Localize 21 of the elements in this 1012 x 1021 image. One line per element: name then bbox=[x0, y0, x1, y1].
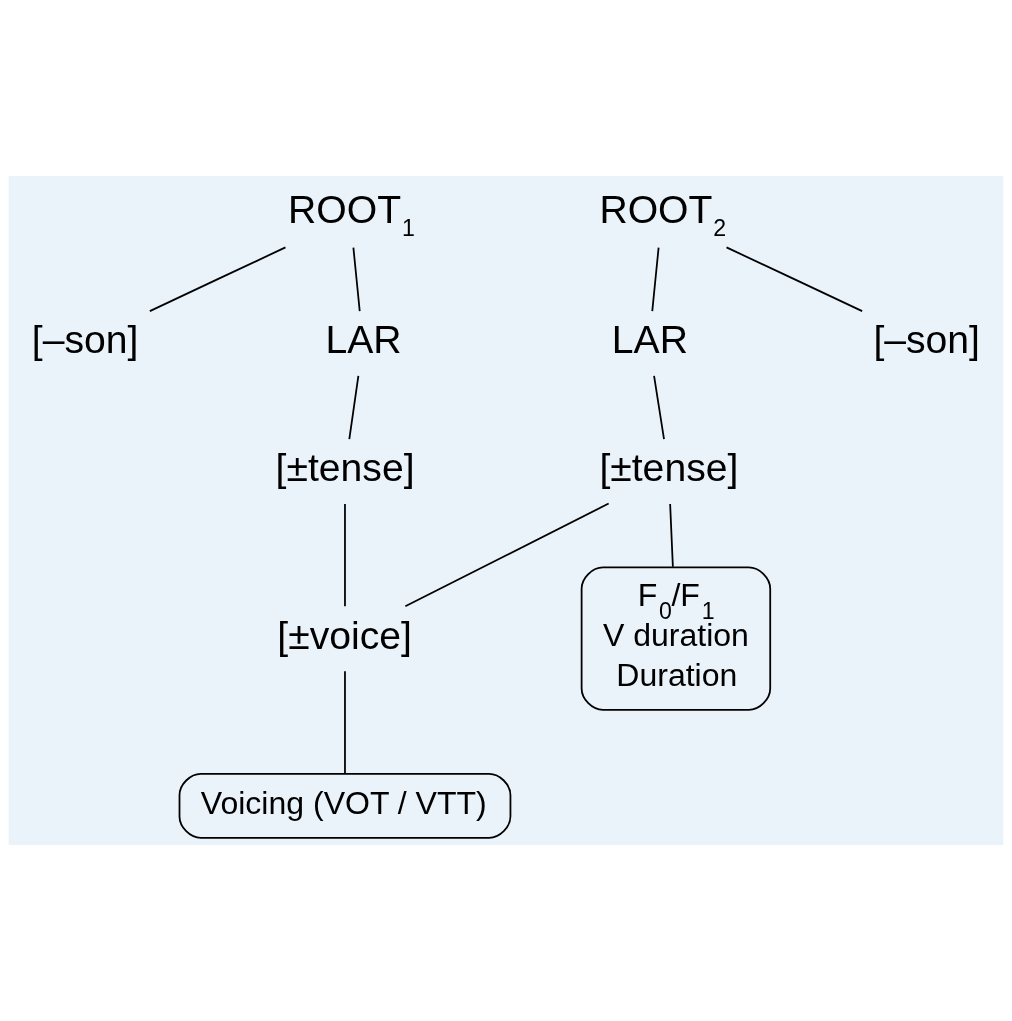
connector bbox=[725, 246, 864, 312]
node-text: LAR bbox=[611, 318, 688, 362]
connector bbox=[344, 670, 346, 775]
node-box: Voicing (VOT / VTT) bbox=[178, 772, 512, 839]
node-text: ROOT$_{2}$ bbox=[599, 188, 727, 242]
node-text: [–son] bbox=[873, 318, 981, 362]
node-text: [–son] bbox=[31, 318, 139, 362]
connector bbox=[348, 374, 360, 441]
connector bbox=[352, 246, 361, 312]
connector bbox=[669, 503, 674, 568]
connector bbox=[653, 374, 665, 441]
connector bbox=[651, 246, 660, 312]
node-box: F$_{0}$/F$_{1}$ V duration Duration bbox=[580, 566, 772, 711]
connector bbox=[344, 503, 346, 608]
node-text: ROOT$_{1}$ bbox=[288, 188, 415, 242]
node-text: [±tense] bbox=[599, 446, 739, 490]
connector bbox=[148, 246, 287, 312]
connector bbox=[404, 502, 610, 608]
node-text: [±voice] bbox=[277, 613, 412, 657]
node-text: [±tense] bbox=[275, 446, 415, 490]
node-text: LAR bbox=[325, 318, 402, 362]
